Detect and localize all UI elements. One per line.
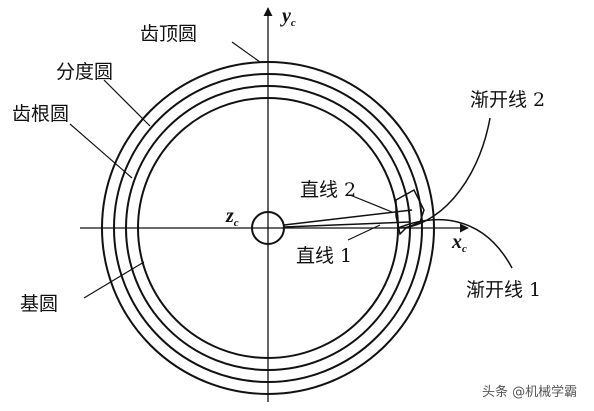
involute-1-label: 渐开线 1 xyxy=(466,279,541,301)
origin-label: zc xyxy=(225,205,239,229)
pitch-leader xyxy=(103,79,151,127)
root-leader xyxy=(69,123,133,179)
tip-leader xyxy=(231,41,261,63)
line-2-label: 直线 2 xyxy=(300,179,356,201)
root-circle xyxy=(125,85,411,371)
y-axis-letter: y xyxy=(280,5,291,27)
origin-letter: z xyxy=(225,205,234,227)
origin-subscript: c xyxy=(234,217,239,229)
tip-circle-label: 齿顶圆 xyxy=(140,23,197,45)
root-circle-label: 齿根圆 xyxy=(12,103,69,125)
y-axis-label: yc xyxy=(280,5,296,29)
line1-leader xyxy=(347,224,381,241)
hub-circle xyxy=(251,211,285,245)
line-1-stroke xyxy=(283,221,411,228)
involute-1-curve xyxy=(397,219,513,269)
line-2-stroke xyxy=(283,209,413,226)
x-axis-letter: x xyxy=(451,231,462,253)
x-axis-label: xc xyxy=(451,231,467,255)
tip-circle xyxy=(101,61,435,395)
pitch-circle-label: 分度圆 xyxy=(56,61,113,83)
base-leader xyxy=(83,261,145,299)
tooth-profile xyxy=(395,188,425,236)
pitch-circle xyxy=(113,73,423,383)
watermark: 头条 @机械学霸 xyxy=(482,384,577,400)
y-axis-subscript: c xyxy=(291,17,296,29)
line2-leader xyxy=(349,194,393,213)
involute-2-label: 渐开线 2 xyxy=(470,89,545,111)
base-circle-label: 基圆 xyxy=(20,293,58,315)
x-axis-subscript: c xyxy=(462,243,467,255)
line-1-label: 直线 1 xyxy=(296,245,352,267)
